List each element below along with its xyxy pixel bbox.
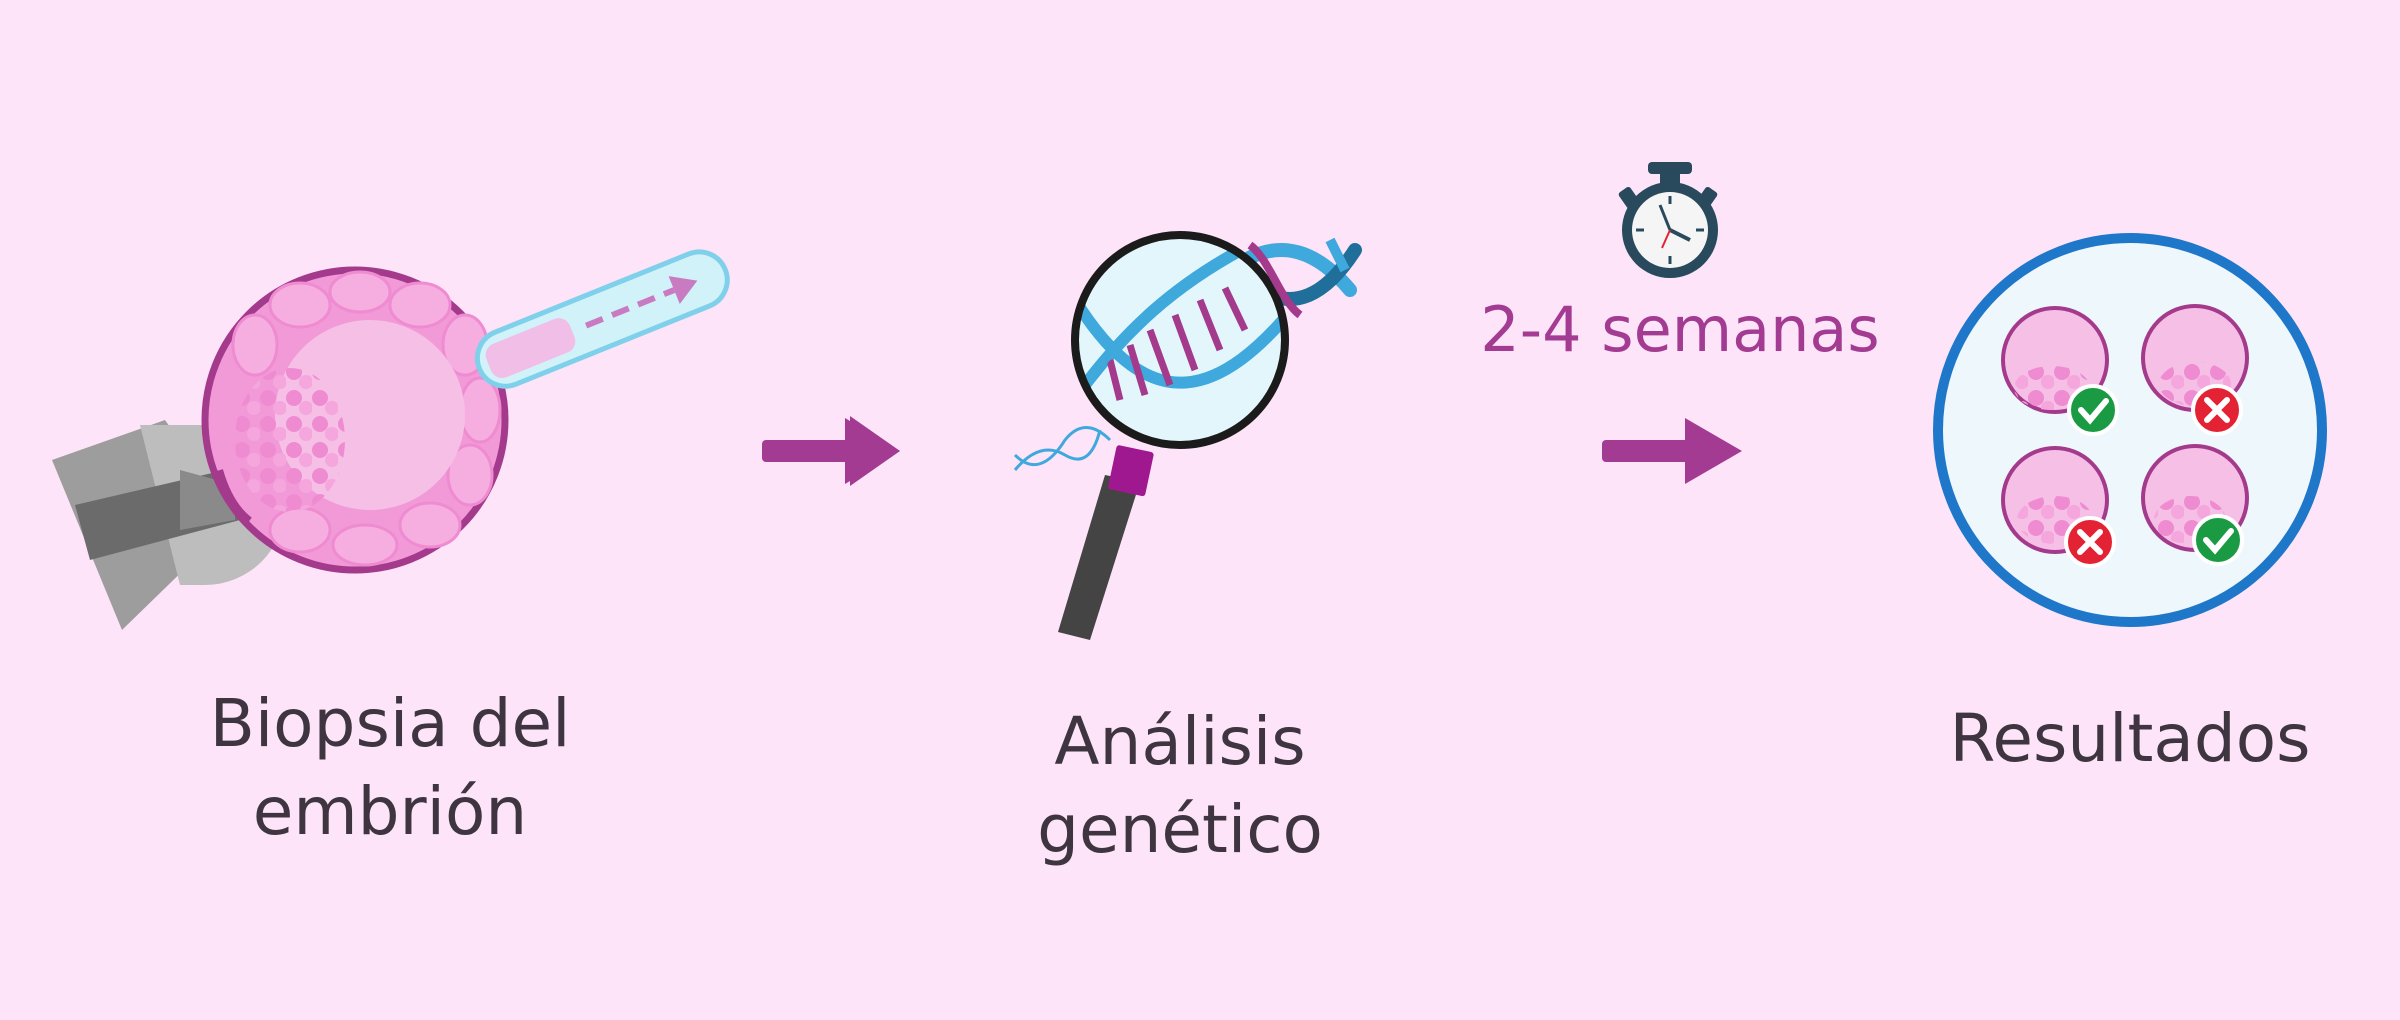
step-label-analysis: Análisis genético — [980, 698, 1380, 874]
magnifier-icon — [1058, 231, 1303, 640]
check-icon — [2067, 384, 2119, 436]
cross-icon — [2191, 384, 2243, 436]
arrow-right-icon — [762, 416, 900, 486]
cross-icon — [2064, 516, 2116, 568]
embryo-result-2 — [2141, 304, 2249, 412]
arrow-right-icon — [1602, 418, 1742, 484]
biopsy-illustration — [52, 249, 730, 630]
step-label-results: Resultados — [1930, 695, 2330, 783]
stopwatch-icon — [1618, 162, 1718, 278]
micropipette-icon — [474, 249, 730, 389]
analysis-illustration — [1013, 231, 1362, 640]
embryo-result-1 — [2001, 306, 2109, 414]
petri-dish-icon — [1933, 233, 2327, 627]
step-label-line: Resultados — [1949, 700, 2311, 777]
step-label-biopsy: Biopsia del embrión — [190, 680, 590, 856]
embryo-icon — [201, 266, 509, 574]
step-label-line: genético — [1037, 791, 1323, 868]
check-icon — [2192, 514, 2244, 566]
step-label-line: Biopsia del — [209, 685, 571, 762]
step-label-line: embrión — [252, 773, 528, 850]
duration-label: 2-4 semanas — [1480, 293, 1880, 366]
step-label-line: Análisis — [1054, 703, 1306, 780]
